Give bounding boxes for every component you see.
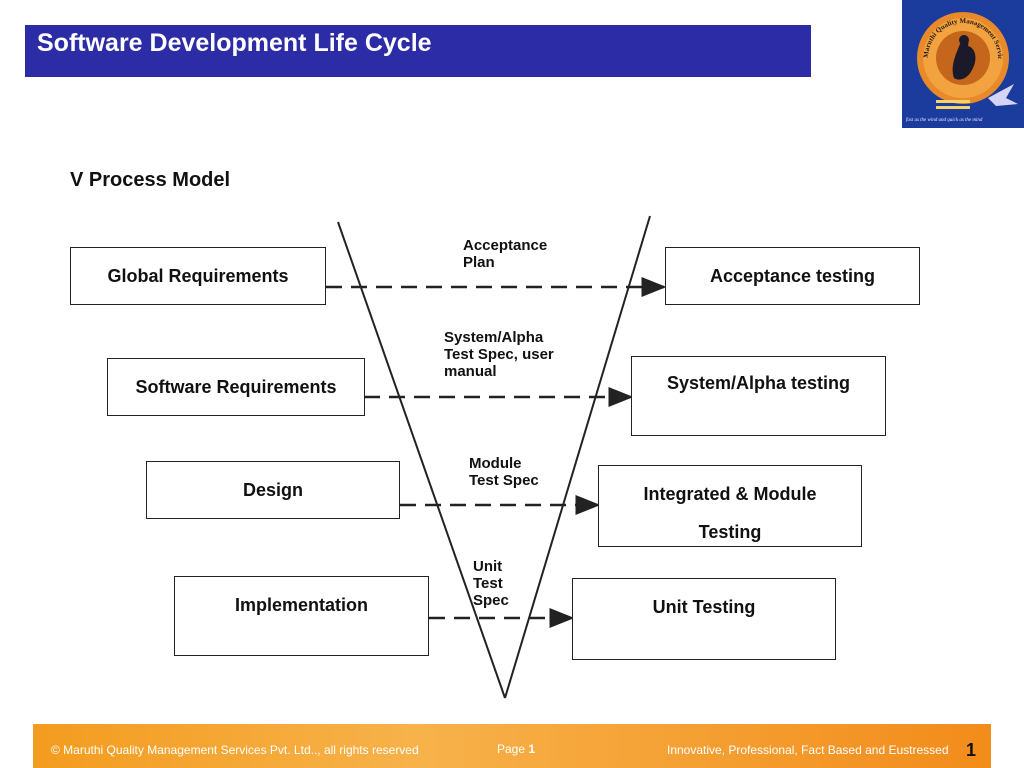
box-label: System/Alpha testing <box>666 373 851 393</box>
box-label: Integrated & Module <box>643 484 817 504</box>
box-label-line2: Testing <box>698 522 762 542</box>
slide-title: Software Development Life Cycle <box>37 29 432 57</box>
slide-number: 1 <box>966 740 977 760</box>
box-design: Design <box>146 461 400 519</box>
box-implementation: Implementation <box>174 576 429 656</box>
box-unit-testing: Unit Testing <box>572 578 836 660</box>
box-label: Design <box>242 480 303 500</box>
box-integrated-module-testing: Integrated & Module Testing <box>598 465 862 547</box>
box-label: Software Requirements <box>135 377 337 397</box>
footer-page-label: Page <box>497 742 529 756</box>
box-software-requirements: Software Requirements <box>107 358 365 416</box>
box-label: Acceptance testing <box>709 266 876 286</box>
label-unit-test-spec: Unit Test Spec <box>473 558 509 609</box>
footer-page-value: 1 <box>528 742 536 756</box>
footer-page: Page 1 <box>497 742 535 756</box>
label-system-test-spec: System/Alpha Test Spec, user manual <box>444 329 554 380</box>
box-label: Unit Testing <box>652 597 756 617</box>
label-module-test-spec: Module Test Spec <box>469 455 539 489</box>
svg-text:fast as the wind and quick as: fast as the wind and quick as the mind <box>906 118 983 123</box>
box-system-alpha-testing: System/Alpha testing <box>631 356 886 436</box>
footer-bar <box>33 724 991 768</box>
box-label: Global Requirements <box>107 266 289 286</box>
v-left-stroke <box>337 221 506 699</box>
label-acceptance-plan: Acceptance Plan <box>463 237 548 271</box>
box-global-requirements: Global Requirements <box>70 247 326 305</box>
footer-tagline: Innovative, Professional, Fact Based and… <box>667 743 949 757</box>
box-acceptance-testing: Acceptance testing <box>665 247 920 305</box>
box-label: Implementation <box>234 595 368 615</box>
footer-copyright: © Maruthi Quality Management Services Pv… <box>51 743 419 757</box>
company-logo: Maruthi Quality Management Services Pvt.… <box>902 0 1024 128</box>
title-bar: Software Development Life Cycle <box>25 25 811 77</box>
diagram-subtitle: V Process Model <box>70 169 231 191</box>
logo-emblem-icon: Maruthi Quality Management Services Pvt.… <box>902 0 1018 123</box>
